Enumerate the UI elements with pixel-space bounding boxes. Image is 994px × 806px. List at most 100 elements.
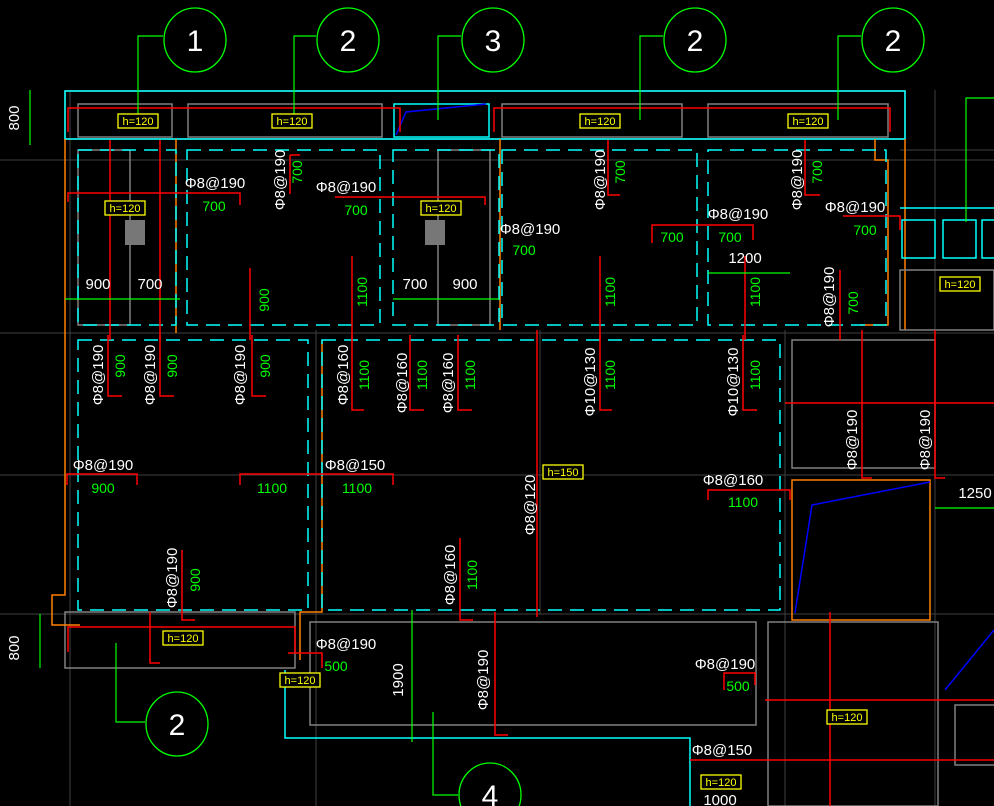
rebar-spec-label: Φ8@190 (825, 199, 886, 216)
rebar-length-label: 1100 (464, 560, 480, 590)
dimension-label: 1900 (390, 663, 407, 696)
slab-thickness-label: h=120 (285, 675, 316, 687)
slab-thickness-box (117, 113, 159, 129)
axis-leaders (29, 35, 994, 796)
slab-thickness-box (787, 113, 829, 129)
rebar-length-label: 1100 (462, 360, 478, 390)
dimension-label: 800 (6, 105, 23, 130)
slab-thickness-label: h=120 (945, 279, 976, 291)
slab-thickness-label: h=120 (168, 633, 199, 645)
rebar-spec-label: Φ8@150 (692, 742, 753, 759)
rebar-length-label: 1100 (602, 277, 618, 307)
rebar-spec-label: Φ8@190 (90, 345, 107, 406)
rebar-spec-label: Φ8@190 (164, 548, 181, 609)
axis-bubble-label: 1 (187, 25, 204, 58)
slab-thickness-label: h=120 (706, 777, 737, 789)
rebar-length-label: 700 (718, 229, 742, 245)
dimension-label: 900 (85, 276, 110, 293)
rebar-length-label: 700 (845, 291, 861, 315)
rebar-length-label: 500 (324, 658, 348, 674)
rebar-spec-label: Φ8@160 (394, 353, 411, 414)
axis-bubble-circle (861, 7, 925, 73)
rebar-spec-label: Φ8@190 (316, 179, 377, 196)
rebar-spec-label: Φ8@150 (325, 457, 386, 474)
rebar-length-label: 900 (91, 480, 115, 496)
slab-thickness-label: h=120 (793, 116, 824, 128)
axis-bubble-circle (145, 691, 209, 757)
rebar-spec-label: Φ10@130 (725, 348, 742, 417)
axis-bubble-label: 2 (340, 25, 357, 58)
rebar-spec-label: Φ8@160 (440, 353, 457, 414)
rebar-length-label: 900 (187, 568, 203, 592)
rebar-spec-label: Φ8@190 (695, 656, 756, 673)
slab-thickness-box (579, 113, 621, 129)
rebar-length-label: 700 (853, 222, 877, 238)
rebar-length-label: 1100 (602, 360, 618, 390)
slab-thickness-box (162, 630, 204, 646)
dimension-label: 1200 (728, 250, 761, 267)
rebar-length-label: 1100 (414, 360, 430, 390)
rebar-length-label: 1100 (356, 360, 372, 390)
rebar-length-label: 700 (289, 160, 305, 184)
slab-thickness-box (826, 709, 868, 725)
rebar-spec-label: Φ8@120 (522, 475, 539, 536)
dimension-label: 1250 (958, 485, 991, 502)
rebar-length-label: 700 (344, 202, 368, 218)
axis-bubble-circle (461, 7, 525, 73)
rebar-spec-label: Φ8@160 (442, 545, 459, 606)
slab-thickness-label: h=120 (123, 116, 154, 128)
rebar-spec-label: Φ8@190 (821, 267, 838, 328)
rebar-spec-label: Φ8@190 (232, 345, 249, 406)
rebar-spec-label: Φ8@190 (142, 345, 159, 406)
rebar-spec-label: Φ8@190 (500, 221, 561, 238)
rebar-length-label: 700 (809, 160, 825, 184)
axis-bubble-label: 2 (687, 25, 704, 58)
dimension-label: 900 (452, 276, 477, 293)
rebar-spec-label: Φ8@190 (844, 410, 861, 471)
rebar-length-label: 700 (512, 242, 536, 258)
rebar-spec-label: Φ8@190 (316, 636, 377, 653)
axis-bubble-circle (663, 7, 727, 73)
room-outlines (77, 149, 994, 806)
rebar-length-label: 900 (112, 354, 128, 378)
slab-thickness-label: h=120 (832, 712, 863, 724)
slab-thickness-box (279, 672, 321, 688)
rebar-spec-label: Φ8@190 (475, 650, 492, 711)
rebar-length-label: 900 (257, 354, 273, 378)
slab-thickness-label: h=120 (277, 116, 308, 128)
rebar-length-label: 700 (660, 229, 684, 245)
rebar-length-label: 500 (726, 678, 750, 694)
rebar-length-label: 900 (164, 354, 180, 378)
rebar-spec-label: Φ8@160 (703, 472, 764, 489)
slab-thickness-label: h=150 (548, 467, 579, 479)
rebar-spec-label: Φ8@190 (592, 150, 609, 211)
rebar-length-label: 1100 (747, 360, 763, 390)
rebar-spec-label: Φ8@190 (708, 206, 769, 223)
rebar-length-label: 900 (256, 288, 272, 312)
rebar-spec-label: Φ8@190 (272, 150, 289, 211)
rebar-length-label: 1100 (747, 277, 763, 307)
slab-thickness-label: h=120 (110, 203, 141, 215)
slab-thickness-box (271, 113, 313, 129)
slab-thickness-box (420, 200, 462, 216)
rebar-spec-label: Φ8@190 (185, 175, 246, 192)
dimension-label: 700 (402, 276, 427, 293)
rebar-length-label: 1100 (354, 277, 370, 307)
axis-bubble-circle (458, 762, 522, 806)
axis-bubble-circle (163, 7, 227, 73)
slab-thickness-box (104, 200, 146, 216)
dimension-label: 800 (6, 635, 23, 660)
rebar-length-label: 1100 (728, 494, 758, 510)
slab-thickness-label: h=120 (585, 116, 616, 128)
rebar-length-label: 700 (612, 160, 628, 184)
rebar-spec-label: Φ10@130 (582, 348, 599, 417)
axis-bubble-circle (316, 7, 380, 73)
rebar-spec-label: Φ8@190 (789, 150, 806, 211)
rebar-length-label: 1100 (342, 480, 372, 496)
axis-bubble-label: 2 (169, 709, 186, 742)
rebar-spec-label: Φ8@160 (335, 345, 352, 406)
dimension-label: 1000 (703, 792, 736, 806)
rebar-lines (66, 107, 994, 806)
slab-thickness-box (542, 464, 584, 480)
